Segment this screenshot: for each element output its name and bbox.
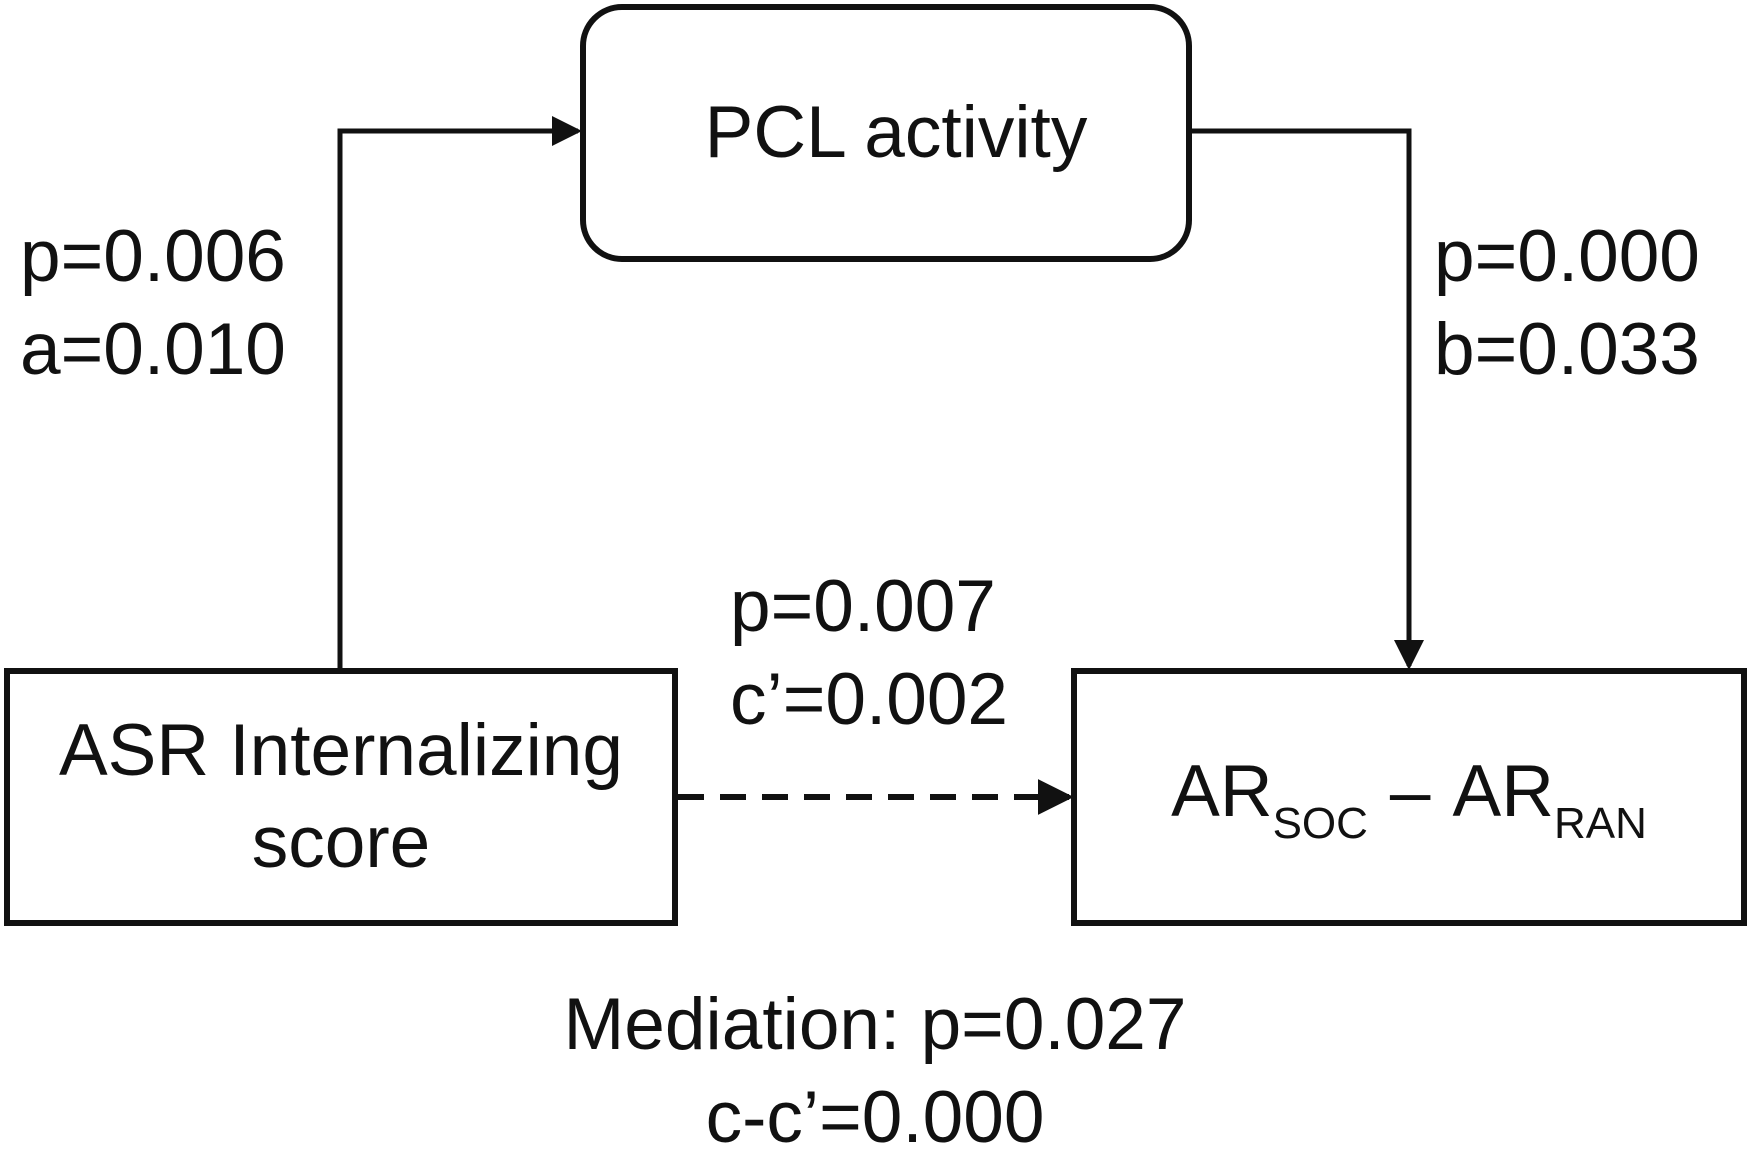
path-b-coefficient: b=0.033: [1434, 309, 1700, 390]
predictor-label-line2: score: [251, 802, 431, 883]
path-a-stats: p=0.006 a=0.010: [20, 210, 286, 396]
outcome-term2-main: AR: [1452, 751, 1554, 832]
predictor-label-line1: ASR Internalizing: [58, 710, 623, 791]
mediation-effect: c-c’=0.000: [705, 1077, 1045, 1158]
path-a-coefficient: a=0.010: [20, 309, 286, 390]
path-c-prime-stats: p=0.007 c’=0.002: [730, 560, 1008, 746]
outcome-term2-subscript: RAN: [1553, 799, 1647, 848]
path-a-p-value: p=0.006: [20, 216, 286, 297]
predictor-node: ASR Internalizing score: [4, 668, 678, 926]
path-b-arrow: [1192, 128, 1424, 671]
mediator-label: PCL activity: [704, 92, 1088, 173]
path-b-stats: p=0.000 b=0.033: [1434, 210, 1700, 396]
outcome-term1-subscript: SOC: [1272, 799, 1368, 848]
mediator-node: PCL activity: [580, 4, 1192, 262]
path-c-prime-coefficient: c’=0.002: [730, 659, 1009, 740]
mediation-summary: Mediation: p=0.027 c-c’=0.000: [0, 978, 1750, 1164]
path-a-arrow: [337, 116, 583, 668]
outcome-term2: ARRAN: [1452, 751, 1647, 848]
path-c-prime-p-value: p=0.007: [730, 566, 996, 647]
outcome-operator: –: [1389, 751, 1431, 832]
outcome-term1: ARSOC: [1171, 751, 1368, 848]
outcome-term1-main: AR: [1171, 751, 1273, 832]
mediation-p-value: Mediation: p=0.027: [563, 984, 1187, 1065]
outcome-node: ARSOC–ARRAN: [1071, 668, 1747, 926]
predictor-label: ASR Internalizing score: [59, 705, 623, 889]
outcome-label: ARSOC–ARRAN: [1171, 746, 1647, 848]
path-b-p-value: p=0.000: [1434, 216, 1700, 297]
